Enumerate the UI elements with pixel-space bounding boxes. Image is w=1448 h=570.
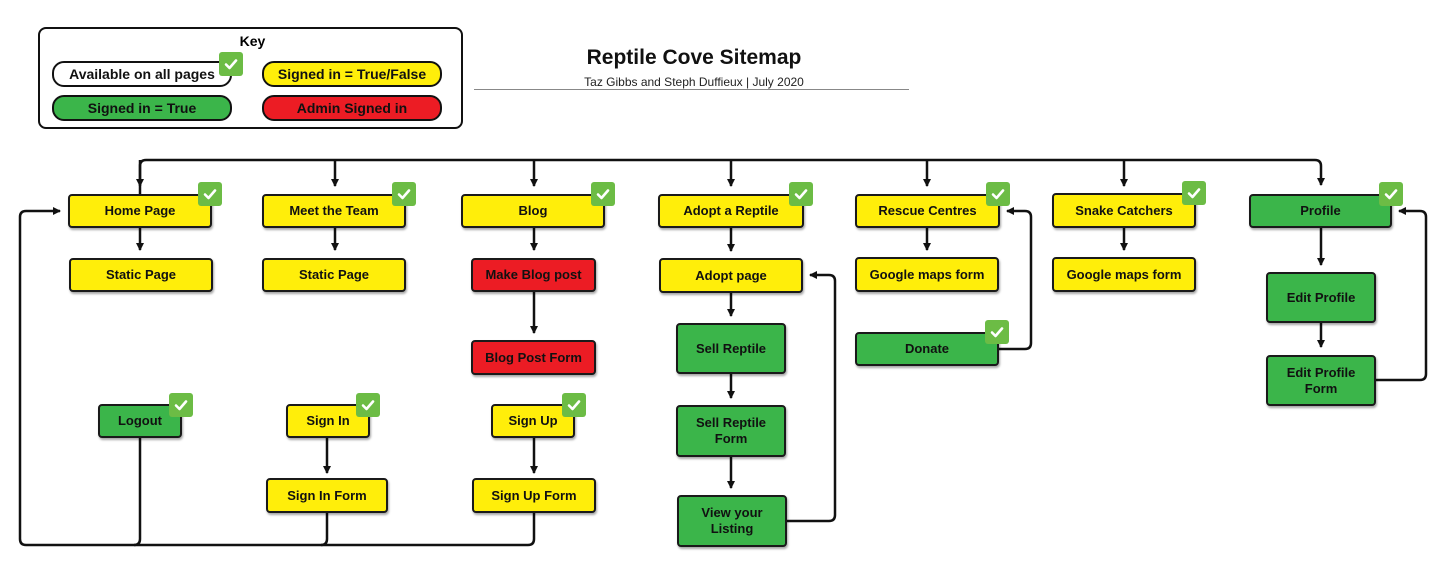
node-donate[interactable]: Donate [855,332,999,366]
check-icon [1182,181,1206,205]
signin-form-return [134,513,329,547]
node-make-blog-post[interactable]: Make Blog post [471,258,596,292]
form-back-to-profile [1376,207,1428,382]
node-home-static-page[interactable]: Static Page [69,258,213,292]
check-icon [169,393,193,417]
node-adopt-a-reptile[interactable]: Adopt a Reptile [658,194,804,228]
node-sign-in-form[interactable]: Sign In Form [266,478,388,513]
check-icon [1379,182,1403,206]
check-icon [392,182,416,206]
legend-title: Key [239,33,266,49]
title-divider [474,89,909,90]
check-icon [985,320,1009,344]
node-meet-the-team[interactable]: Meet the Team [262,194,406,228]
node-snake-catchers[interactable]: Snake Catchers [1052,193,1196,228]
node-blog-post-form[interactable]: Blog Post Form [471,340,596,375]
node-rescue-centres[interactable]: Rescue Centres [855,194,1000,228]
check-icon [789,182,813,206]
node-sign-up[interactable]: Sign Up [491,404,575,438]
node-edit-profile[interactable]: Edit Profile [1266,272,1376,323]
legend-signed-true: Signed in = True [52,95,232,121]
check-icon [562,393,586,417]
node-rescue-google-maps-form[interactable]: Google maps form [855,257,999,292]
check-icon [986,182,1010,206]
node-view-your-listing[interactable]: View your Listing [677,495,787,547]
check-icon [198,182,222,206]
node-sign-up-form[interactable]: Sign Up Form [472,478,596,513]
node-snake-google-maps-form[interactable]: Google maps form [1052,257,1196,292]
node-blog[interactable]: Blog [461,194,605,228]
view-back-to-page [786,271,837,523]
node-team-static-page[interactable]: Static Page [262,258,406,292]
node-home-page[interactable]: Home Page [68,194,212,228]
check-icon [591,182,615,206]
node-sell-reptile-form[interactable]: Sell Reptile Form [676,405,786,457]
page-title: Reptile Cove Sitemap [586,46,802,69]
node-profile[interactable]: Profile [1249,194,1392,228]
legend-signed-true-false: Signed in = True/False [262,61,442,87]
donate-back-to-rescue [999,207,1033,351]
page-subtitle: Taz Gibbs and Steph Duffieux | July 2020 [584,75,804,89]
signup-form-return [321,513,536,547]
check-icon [356,393,380,417]
node-sell-reptile[interactable]: Sell Reptile [676,323,786,374]
return-loop-home [18,207,142,547]
node-logout[interactable]: Logout [98,404,182,438]
legend-all-pages: Available on all pages [52,61,232,87]
legend-admin: Admin Signed in [262,95,442,121]
check-icon [219,52,243,76]
node-edit-profile-form[interactable]: Edit Profile Form [1266,355,1376,406]
node-adopt-page[interactable]: Adopt page [659,258,803,293]
